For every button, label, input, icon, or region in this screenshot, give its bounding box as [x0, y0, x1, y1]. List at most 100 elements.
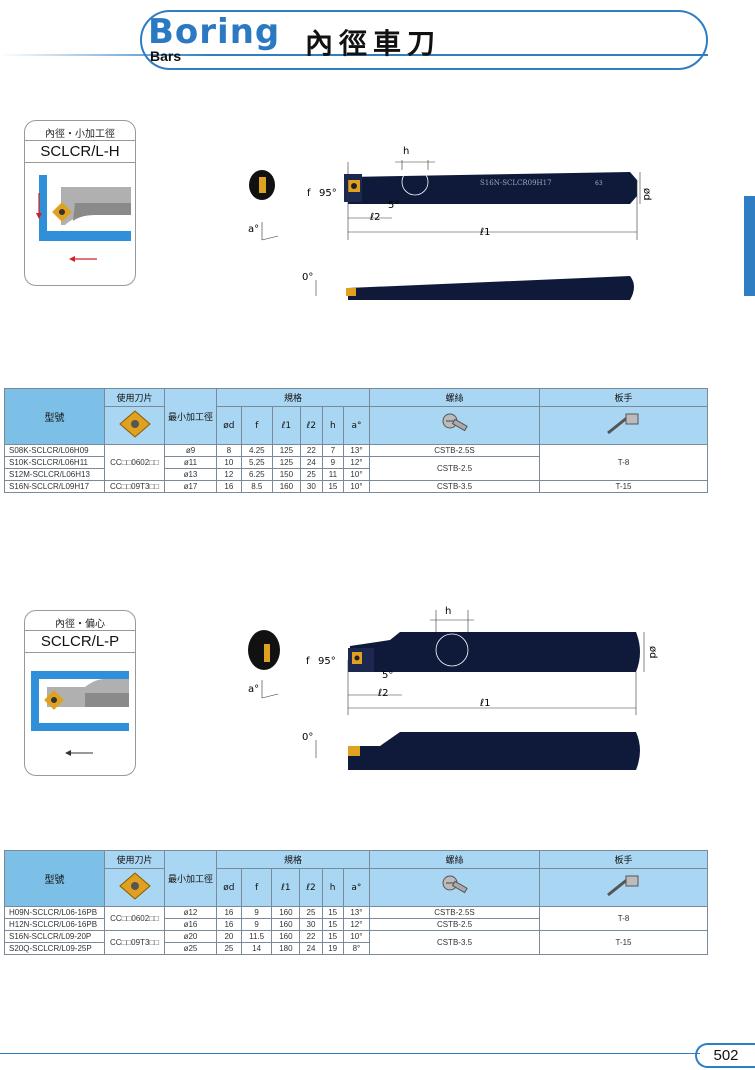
wrench-image-cell: [539, 406, 708, 445]
screw-b: CSTB-2.5: [369, 918, 540, 931]
cell: 22: [299, 444, 323, 457]
th-insert: 使用刀片: [104, 850, 165, 869]
col-l2: ℓ2: [299, 406, 323, 445]
tool-marking2: 63: [595, 180, 603, 187]
screw-icon: [442, 875, 468, 894]
table-row: S10K-SCLCR/L06H11: [4, 456, 105, 469]
col-l2: ℓ2: [299, 868, 323, 907]
cell: 150: [271, 468, 301, 481]
insert-a: CC□□0602□□: [104, 444, 165, 481]
dim-95: 95°: [319, 188, 337, 199]
cell: 160: [271, 930, 301, 943]
insert-image-cell: [104, 406, 165, 445]
cell: 25: [299, 468, 323, 481]
col-h: h: [321, 868, 344, 907]
cell: 30: [299, 480, 323, 493]
cell: ø11: [164, 456, 217, 469]
cell: 8.5: [240, 480, 273, 493]
cell: 160: [271, 918, 301, 931]
cell: 5.25: [240, 456, 273, 469]
cell: 15: [321, 930, 344, 943]
cell: 9: [240, 906, 273, 919]
screw-image-cell: [369, 868, 540, 907]
dim-l2: ℓ2: [370, 212, 381, 223]
header-rule: [0, 54, 708, 56]
dim-a: a°: [248, 684, 259, 695]
insert-icon: [118, 872, 151, 900]
cell: 16: [216, 480, 242, 493]
wrench-icon: [606, 875, 638, 897]
side-index-tab: [744, 196, 755, 296]
th-insert: 使用刀片: [104, 388, 165, 407]
col-h: h: [321, 406, 344, 445]
dim-l1: ℓ1: [480, 227, 491, 238]
insert-a: CC□□0602□□: [104, 906, 165, 931]
col-a: a°: [342, 406, 371, 445]
wrench-a: T-8: [539, 444, 708, 481]
cell: 14: [240, 942, 273, 955]
table-row: H09N-SCLCR/L06-16PB: [4, 906, 105, 919]
th-model: 型號: [4, 388, 105, 445]
dim-f: f: [307, 188, 311, 199]
cell: 4.25: [240, 444, 273, 457]
cell: 10°: [342, 468, 371, 481]
section2-label-big: SCLCR/L-P: [25, 630, 135, 653]
cell: 24: [299, 456, 323, 469]
th-min-bore: 最小加工徑: [164, 388, 217, 445]
cell: 9: [321, 456, 344, 469]
footer-rule: [0, 1053, 700, 1054]
section2-label-box: 內徑・偏心 SCLCR/L-P: [24, 610, 136, 776]
cell: ø13: [164, 468, 217, 481]
table-row: S16N-SCLCR/L09-20P: [4, 930, 105, 943]
screw-c: CSTB-3.5: [369, 930, 540, 955]
header-title-cn: 內徑車刀: [305, 27, 442, 60]
cell: 24: [299, 942, 323, 955]
cell: 9: [240, 918, 273, 931]
cell: 125: [271, 444, 301, 457]
dim-95: 95°: [318, 656, 336, 667]
cell: ø25: [164, 942, 217, 955]
section1-tool-drawing: S16N-SCLCR09H17 63 h f 95° 5° ℓ2 ℓ1 ød a…: [248, 146, 652, 300]
page-number: 502: [695, 1043, 755, 1068]
th-min-bore: 最小加工徑: [164, 850, 217, 907]
screw-c: CSTB-3.5: [369, 480, 540, 493]
table-row: H12N-SCLCR/L06-16PB: [4, 918, 105, 931]
header-title-en: Boring: [148, 12, 281, 52]
cell: 7: [321, 444, 344, 457]
cell: 10°: [342, 480, 371, 493]
cell: 160: [271, 906, 301, 919]
dim-0: 0°: [302, 732, 313, 743]
header-banner: [140, 10, 708, 70]
screw-icon: [442, 413, 468, 432]
insert-icon: [118, 410, 151, 438]
cell: 12°: [342, 456, 371, 469]
cell: 25: [216, 942, 242, 955]
cell: ø17: [164, 480, 217, 493]
th-screw: 螺絲: [369, 850, 540, 869]
header-subtitle-en: Bars: [150, 48, 182, 64]
col-a: a°: [342, 868, 371, 907]
dim-a: a°: [248, 224, 259, 235]
cell: 30: [299, 918, 323, 931]
insert-image-cell: [104, 868, 165, 907]
section1-application-diagram: [36, 175, 131, 262]
cell: ø12: [164, 906, 217, 919]
screw-a: CSTB-2.5S: [369, 906, 540, 919]
cell: 16: [216, 906, 242, 919]
dim-h: h: [445, 606, 451, 617]
cell: 8°: [342, 942, 371, 955]
cell: 180: [271, 942, 301, 955]
cell: 13°: [342, 444, 371, 457]
spec-table-1: 型號 使用刀片 最小加工徑 規格 螺絲 板手 ød f ℓ1 ℓ2 h a° S…: [4, 388, 708, 493]
cell: 125: [271, 456, 301, 469]
insert-b: CC□□09T3□□: [104, 930, 165, 955]
th-wrench: 板手: [539, 850, 708, 869]
cell: ø20: [164, 930, 217, 943]
dim-l2: ℓ2: [378, 688, 389, 699]
cell: 13°: [342, 906, 371, 919]
col-l1: ℓ1: [271, 868, 301, 907]
cell: 11: [321, 468, 344, 481]
wrench-b: T-15: [539, 930, 708, 955]
cell: ø16: [164, 918, 217, 931]
screw-b: CSTB-2.5: [369, 456, 540, 481]
